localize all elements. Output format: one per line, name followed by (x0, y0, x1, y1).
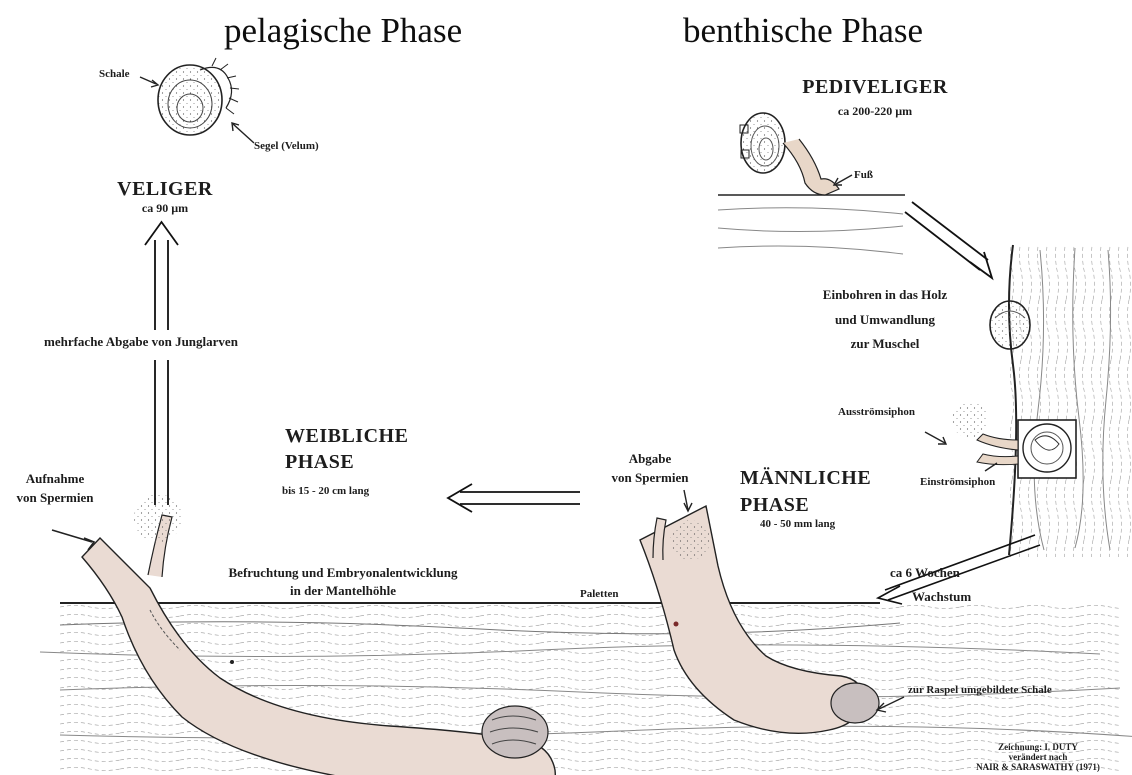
male-length: 40 - 50 mm lang (760, 518, 835, 530)
pediveliger-title: PEDIVELIGER (775, 76, 975, 98)
intake-line1: Aufnahme (5, 472, 105, 486)
growth-line1: ca 6 Wochen (890, 566, 960, 580)
wood-log (1009, 245, 1132, 557)
female-phase-line2: PHASE (285, 451, 354, 473)
juvenile-mussel (990, 301, 1030, 349)
rasp-label: zur Raspel umgebildete Schale (908, 684, 1052, 696)
pediveliger-substrate (718, 195, 905, 254)
fertilization-line1: Befruchtung und Embryonalentwicklung (168, 566, 518, 580)
sperm-release-line2: von Spermien (590, 471, 710, 485)
release-arrow (140, 222, 180, 505)
sperm-release-line1: Abgabe (590, 452, 710, 466)
velum-label: Segel (Velum) (254, 140, 319, 152)
heading-benthic-phase: benthische Phase (683, 12, 923, 51)
male-phase-line2: PHASE (740, 494, 809, 516)
female-phase-line1: WEIBLICHE (285, 425, 408, 447)
veliger-title: VELIGER (60, 178, 270, 200)
female-length: bis 15 - 20 cm lang (282, 485, 369, 497)
veliger-size: ca 90 µm (60, 202, 270, 215)
credit-line2: verändert nach (948, 752, 1128, 762)
foot-label: Fuß (854, 169, 873, 181)
pallets-label: Paletten (580, 588, 618, 600)
boring-line3: zur Muschel (790, 337, 980, 351)
inflow-siphon-label: Einströmsiphon (920, 476, 995, 488)
heading-pelagic-phase: pelagische Phase (224, 12, 462, 51)
boring-line1: Einbohren in das Holz (790, 288, 980, 302)
pediveliger-size: ca 200-220 µm (775, 105, 975, 118)
boring-line2: und Umwandlung (790, 313, 980, 327)
sex-change-arrow (448, 484, 580, 512)
intake-line2: von Spermien (5, 491, 105, 505)
credit-line1: Zeichnung: I. DUTY (948, 742, 1128, 752)
settling-arrow (905, 202, 992, 278)
male-phase-line1: MÄNNLICHE (740, 467, 871, 489)
veliger-larva (140, 58, 254, 143)
growth-line2: Wachstum (912, 590, 971, 604)
outflow-siphon-label: Ausströmsiphon (838, 406, 915, 418)
credit-line3: NAIR & SARASWATHY (1971) (948, 762, 1128, 772)
pediveliger-larva (740, 113, 852, 195)
release-label: mehrfache Abgabe von Junglarven (44, 335, 238, 349)
shell-label: Schale (99, 68, 130, 80)
fertilization-line2: in der Mantelhöhle (168, 584, 518, 598)
